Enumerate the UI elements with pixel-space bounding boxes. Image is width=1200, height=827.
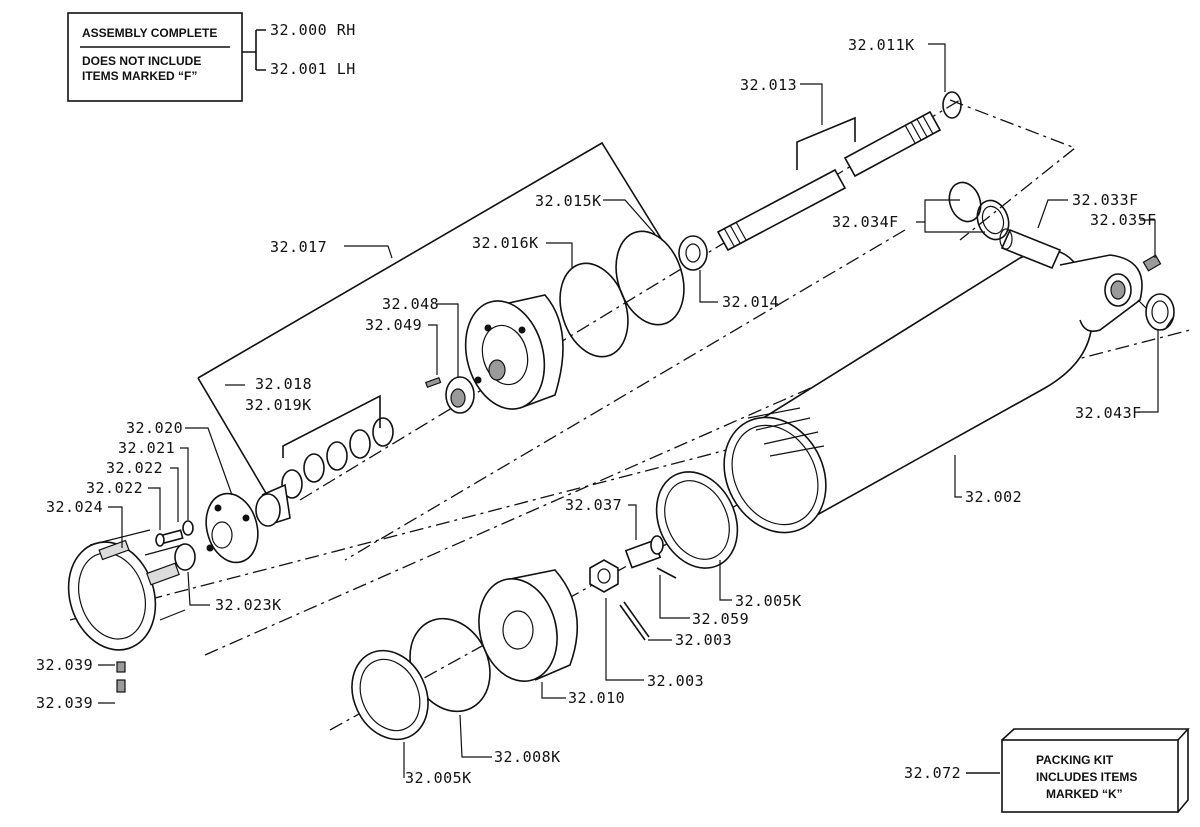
label-32-003-b: 32.003 [647,672,704,690]
washer-32-021 [182,520,194,536]
label-32-048: 32.048 [382,295,439,313]
seal-32-016k [559,262,629,358]
set-screw-32-039b [116,679,126,693]
bushing-32-014 [678,235,708,271]
flange-32-020 [205,492,259,564]
assembly-note-line2: ITEMS MARKED “F” [82,69,197,83]
piston-rod [716,110,942,252]
label-32-023k: 32.023K [215,596,282,614]
label-32-010: 32.010 [568,689,625,707]
set-screw-32-039a [116,661,126,673]
label-32-013: 32.013 [740,76,797,94]
pin-32-049 [424,376,442,388]
label-32-022-a: 32.022 [106,459,163,477]
bracket-32-017 [197,141,663,379]
label-32-000-rh: 32.000 RH [270,21,356,39]
seal-32-023k [174,543,196,571]
leader-lines [98,43,1159,778]
bushing-32-048 [445,376,475,414]
bracket-32-013 [796,116,856,170]
packing-kit-line2: INCLUDES ITEMS [1036,770,1137,784]
packing-kit-line3: MARKED “K” [1046,787,1123,801]
label-32-039-a: 32.039 [36,656,93,674]
part-labels: 32.011K 32.013 32.033F 32.035F 32.034F 3… [36,36,1157,787]
bushing-32-018 [255,483,291,527]
cotter-pin-32-003 [619,604,646,641]
packing-kit-box: PACKING KIT INCLUDES ITEMS MARKED “K” [1001,728,1190,813]
piston-32-010 [478,569,579,682]
pin-32-059 [656,567,677,579]
label-32-043f: 32.043F [1075,404,1142,422]
label-32-034f: 32.034F [832,213,899,231]
adapter-32-037 [624,535,664,569]
label-32-020: 32.020 [126,419,183,437]
label-32-016k: 32.016K [472,234,539,252]
label-32-015k: 32.015K [535,192,602,210]
label-32-049: 32.049 [365,316,422,334]
grease-fitting-32-035f [1142,254,1162,272]
label-32-024: 32.024 [46,498,103,516]
bracket-32-019k [282,394,381,458]
label-32-005k-lower: 32.005K [405,769,472,787]
seal-32-015k [615,230,685,326]
label-32-059: 32.059 [692,610,749,628]
label-32-014: 32.014 [722,293,779,311]
lock-nut-32-024 [67,529,186,651]
screw-32-022 [155,529,184,547]
label-32-039-b: 32.039 [36,694,93,712]
label-32-005k-upper: 32.005K [735,592,802,610]
label-32-008k: 32.008K [494,748,561,766]
seal-stack-32-019k [281,417,394,499]
assembly-note-line1: DOES NOT INCLUDE [82,54,201,68]
label-32-001-lh: 32.001 LH [270,60,356,78]
label-32-035f: 32.035F [1090,211,1157,229]
assembly-note-box: ASSEMBLY COMPLETE DOES NOT INCLUDE ITEMS… [67,12,266,102]
nut-32-003 [589,559,619,593]
packing-kit-line1: PACKING KIT [1036,753,1114,767]
label-32-019k: 32.019K [245,396,312,414]
gland-head-32-017 [464,294,564,410]
label-32-033f: 32.033F [1072,191,1139,209]
label-32-037: 32.037 [565,496,622,514]
label-32-072: 32.072 [904,764,961,782]
phantom-lines [69,99,1191,731]
snap-rings-32-034f [948,181,1010,241]
label-32-017: 32.017 [270,238,327,256]
label-32-021: 32.021 [118,439,175,457]
label-32-011k: 32.011K [848,36,915,54]
cylinder-barrel [723,249,1093,534]
ring-32-011k [942,91,962,119]
label-32-002: 32.002 [965,488,1022,506]
assembly-note-title: ASSEMBLY COMPLETE [82,26,217,40]
label-32-022-b: 32.022 [86,479,143,497]
bushing-32-043f [1137,293,1175,331]
cylinder-clevis [1059,254,1143,333]
label-32-003-a: 32.003 [675,631,732,649]
wiper-32-005k-lower [351,649,429,741]
label-32-018: 32.018 [255,375,312,393]
